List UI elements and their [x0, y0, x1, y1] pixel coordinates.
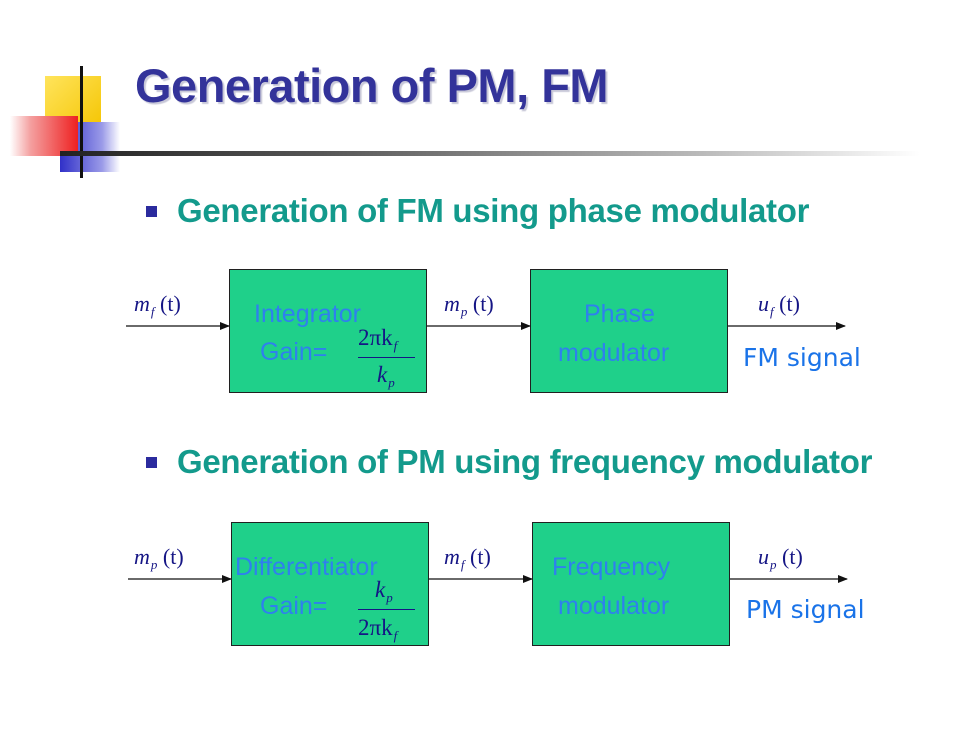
block-line-1: Frequency: [552, 553, 671, 581]
phase-modulator-block: Phase modulator: [530, 269, 728, 393]
output-caption: PM signal: [746, 595, 865, 624]
differentiator-block: Differentiator Gain= kp 2πkf: [231, 522, 429, 646]
integrator-block: Integrator Gain= 2πkf kp: [229, 269, 427, 393]
block-line-2: modulator: [558, 592, 670, 620]
gain-denominator: kp: [377, 362, 395, 390]
page-title: Generation of PM, FM: [135, 59, 609, 112]
bullet-pm: Generation of PM using frequency modulat…: [146, 443, 872, 481]
gain-numerator: 2πkf: [358, 325, 398, 353]
frequency-modulator-block: Frequency modulator: [532, 522, 730, 646]
gain-fraction-bar: [358, 609, 415, 610]
gain-fraction-bar: [358, 357, 415, 358]
mid-signal-label: mp (t): [444, 291, 494, 319]
bullet-fm: Generation of FM using phase modulator: [146, 192, 809, 230]
bullet-square-icon: [146, 205, 157, 217]
output-caption: FM signal: [743, 343, 861, 372]
gain-denominator: 2πkf: [358, 615, 398, 643]
block-name: Integrator: [254, 300, 362, 328]
output-signal-label: up (t): [758, 544, 803, 572]
input-signal-label: mp (t): [134, 544, 184, 572]
gain-numerator: kp: [375, 577, 393, 605]
output-signal-label: uf (t): [758, 291, 800, 319]
block-name: Differentiator: [235, 553, 378, 581]
deco-red-square: [10, 116, 78, 156]
block-line-1: Phase: [584, 300, 655, 328]
gain-prefix: Gain=: [260, 592, 328, 620]
block-line-2: modulator: [558, 339, 670, 367]
bullet-text: Generation of FM using phase modulator: [177, 192, 810, 229]
deco-vertical-line: [80, 66, 83, 178]
title-underline: [60, 151, 920, 156]
input-signal-label: mf (t): [134, 291, 181, 319]
mid-signal-label: mf (t): [444, 544, 491, 572]
bullet-square-icon: [146, 456, 157, 468]
gain-prefix: Gain=: [260, 338, 328, 366]
bullet-text: Generation of PM using frequency modulat…: [177, 443, 873, 480]
